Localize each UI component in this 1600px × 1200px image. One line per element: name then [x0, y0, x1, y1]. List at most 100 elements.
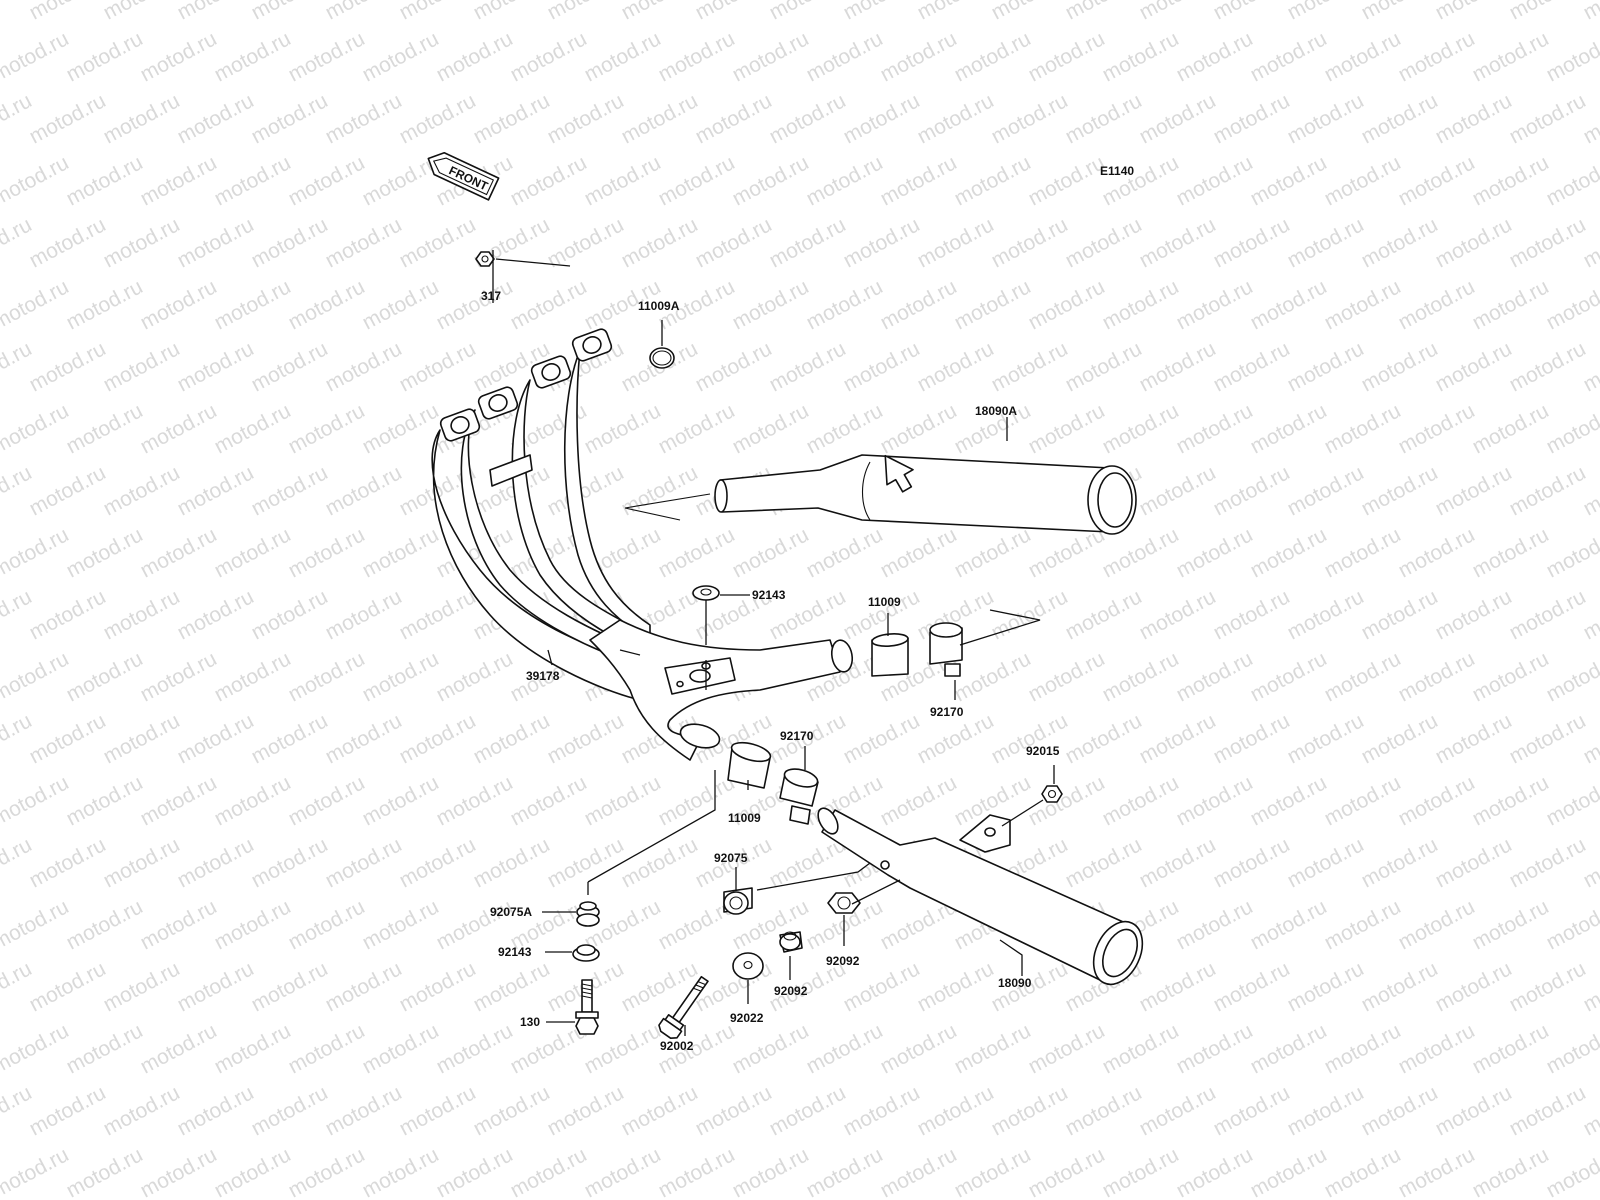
watermark-text: motod.ru: [1506, 709, 1590, 768]
watermark-text: motod.ru: [1358, 585, 1442, 644]
watermark-text: motod.ru: [840, 337, 924, 396]
watermark-text: motod.ru: [100, 585, 184, 644]
watermark-text: motod.ru: [248, 957, 332, 1016]
watermark-text: motod.ru: [100, 89, 184, 148]
label-92075A: 92075A: [490, 905, 532, 919]
watermark-text: motod.ru: [211, 647, 295, 706]
watermark-text: motod.ru: [100, 1081, 184, 1140]
watermark-text: motod.ru: [692, 0, 776, 24]
watermark-text: motod.ru: [0, 89, 36, 148]
watermark-text: motod.ru: [137, 771, 221, 830]
watermark-text: motod.ru: [211, 275, 295, 334]
watermark-text: motod.ru: [1543, 523, 1600, 582]
watermark-text: motod.ru: [174, 0, 258, 24]
watermark-text: motod.ru: [544, 709, 628, 768]
watermark-text: motod.ru: [26, 709, 110, 768]
watermark-text: motod.ru: [729, 1143, 813, 1200]
watermark-text: motod.ru: [544, 89, 628, 148]
watermark-text: motod.ru: [1173, 27, 1257, 86]
watermark-text: motod.ru: [1506, 0, 1590, 24]
watermark-text: motod.ru: [1358, 1081, 1442, 1140]
watermark-text: motod.ru: [766, 337, 850, 396]
watermark-text: motod.ru: [1247, 27, 1331, 86]
watermark-text: motod.ru: [729, 1019, 813, 1078]
watermark-text: motod.ru: [63, 151, 147, 210]
watermark-text: motod.ru: [951, 151, 1035, 210]
watermark-text: motod.ru: [285, 151, 369, 210]
watermark-text: motod.ru: [322, 461, 406, 520]
clamp-92170-lower: [779, 768, 819, 825]
nut-317: [475, 251, 495, 267]
watermark-text: motod.ru: [470, 709, 554, 768]
watermark-text: motod.ru: [655, 771, 739, 830]
watermark-text: motod.ru: [285, 647, 369, 706]
watermark-text: motod.ru: [1210, 1081, 1294, 1140]
watermark-text: motod.ru: [655, 151, 739, 210]
watermark-text: motod.ru: [1136, 213, 1220, 272]
watermark-text: motod.ru: [248, 1081, 332, 1140]
watermark-text: motod.ru: [914, 0, 998, 24]
watermark-text: motod.ru: [581, 1143, 665, 1200]
watermark-text: motod.ru: [0, 895, 73, 954]
watermark-text: motod.ru: [655, 27, 739, 86]
watermark-text: motod.ru: [1395, 275, 1479, 334]
watermark-text: motod.ru: [1025, 647, 1109, 706]
watermark-text: motod.ru: [1173, 647, 1257, 706]
watermark-text: motod.ru: [877, 399, 961, 458]
watermark-text: motod.ru: [0, 585, 36, 644]
watermark-text: motod.ru: [1136, 89, 1220, 148]
watermark-text: motod.ru: [1321, 275, 1405, 334]
watermark-text: motod.ru: [322, 0, 406, 24]
watermark-text: motod.ru: [581, 399, 665, 458]
watermark-text: motod.ru: [1469, 1019, 1553, 1078]
gasket-11009-upper: [871, 633, 909, 677]
watermark-text: motod.ru: [692, 337, 776, 396]
watermark-text: motod.ru: [1506, 833, 1590, 892]
watermark-text: motod.ru: [655, 1143, 739, 1200]
watermark-text: motod.ru: [174, 709, 258, 768]
watermark-text: motod.ru: [396, 0, 480, 24]
watermark-text: motod.ru: [359, 1143, 443, 1200]
watermark-text: motod.ru: [951, 647, 1035, 706]
watermark-text: motod.ru: [1062, 213, 1146, 272]
watermark-text: motod.ru: [26, 89, 110, 148]
watermark-text: motod.ru: [1469, 1143, 1553, 1200]
label-92170-lower: 92170: [780, 729, 814, 743]
watermark-text: motod.ru: [1247, 399, 1331, 458]
label-11009A: 11009A: [638, 299, 680, 313]
collar-92143-bottom: [572, 944, 600, 962]
watermark-text: motod.ru: [1173, 895, 1257, 954]
watermark-text: motod.ru: [507, 27, 591, 86]
watermark-text: motod.ru: [285, 523, 369, 582]
watermark-text: motod.ru: [1469, 151, 1553, 210]
watermark-text: motod.ru: [137, 1143, 221, 1200]
watermark-text: motod.ru: [0, 1019, 73, 1078]
watermark-text: motod.ru: [470, 833, 554, 892]
watermark-text: motod.ru: [1210, 461, 1294, 520]
watermark-text: motod.ru: [914, 89, 998, 148]
watermark-text: motod.ru: [470, 1081, 554, 1140]
watermark-text: motod.ru: [988, 213, 1072, 272]
watermark-text: motod.ru: [248, 337, 332, 396]
label-317: 317: [481, 289, 501, 303]
watermark-text: motod.ru: [1210, 337, 1294, 396]
watermark-text: motod.ru: [1210, 585, 1294, 644]
watermark-text: motod.ru: [1062, 1081, 1146, 1140]
watermark-text: motod.ru: [1358, 957, 1442, 1016]
leader-lines: [492, 250, 1055, 1036]
watermark-text: motod.ru: [1247, 523, 1331, 582]
watermark-text: motod.ru: [1543, 895, 1600, 954]
front-direction-arrow: FRONT: [427, 151, 500, 201]
washer-92022: [732, 952, 764, 980]
watermark-text: motod.ru: [988, 337, 1072, 396]
watermark-text: motod.ru: [877, 771, 961, 830]
watermark-text: motod.ru: [1062, 0, 1146, 24]
watermark-text: motod.ru: [248, 585, 332, 644]
watermark-text: motod.ru: [1469, 523, 1553, 582]
watermark-text: motod.ru: [877, 1019, 961, 1078]
watermark-text: motod.ru: [285, 1019, 369, 1078]
watermark-text: motod.ru: [618, 1081, 702, 1140]
watermark-text: motod.ru: [1321, 1143, 1405, 1200]
watermark-text: motod.ru: [0, 27, 73, 86]
